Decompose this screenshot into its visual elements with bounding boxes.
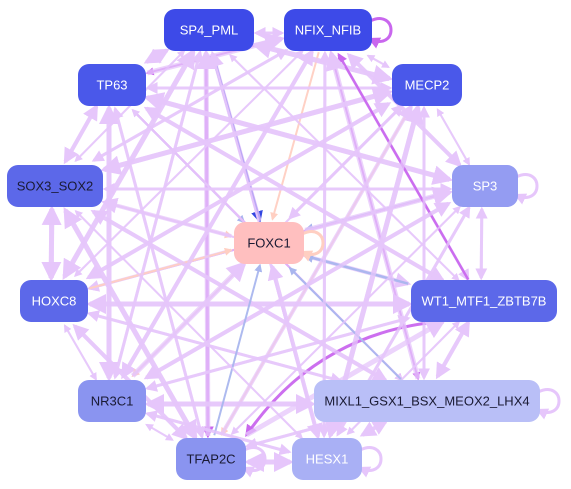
edge-tfap2c-to-nr3c1 <box>145 423 173 441</box>
node-label: SP4_PML <box>180 23 239 38</box>
node-box <box>7 165 103 207</box>
node-nr3c1[interactable]: NR3C1 <box>78 380 146 422</box>
node-box <box>314 380 540 422</box>
edge-sp3-to-mecp2 <box>436 108 471 165</box>
edge-nr3c1-to-nfix_nfib <box>121 48 314 378</box>
node-label: TFAP2C <box>186 452 235 467</box>
self-loop-tfap2c <box>241 446 267 478</box>
node-label: HOXC8 <box>32 294 77 309</box>
node-tp63[interactable]: TP63 <box>78 64 146 106</box>
edge-hoxc8-to-sox3_sox2 <box>41 204 62 278</box>
self-loops-layer <box>241 17 561 478</box>
self-loop-sp3 <box>513 173 539 205</box>
self-loop-foxc1 <box>299 230 325 262</box>
edge-tfap2c-to-mecp2 <box>219 103 413 436</box>
node-box <box>176 438 246 480</box>
node-sp3[interactable]: SP3 <box>452 165 518 207</box>
edge-mecp2-to-nfix_nfib <box>366 54 390 68</box>
node-label: MECP2 <box>405 78 450 93</box>
edges-layer <box>41 27 488 472</box>
edge-wt1_mtf1_zbtb7b-to-tfap2c <box>245 319 443 437</box>
node-mixl1[interactable]: MIXL1_GSX1_BSX_MEOX2_LHX4 <box>314 380 540 422</box>
node-label: HESX1 <box>306 452 349 467</box>
edge-tp63-to-sp4_pml <box>145 48 170 64</box>
edge-sox3_sox2-to-mecp2 <box>103 86 394 172</box>
node-label: WT1_MTF1_ZBTB7B <box>422 294 547 309</box>
node-box <box>411 280 557 322</box>
edge-nr3c1-to-wt1_mtf1_zbtb7b <box>146 314 411 390</box>
node-box <box>234 222 304 264</box>
node-box <box>284 9 372 51</box>
node-box <box>292 438 362 480</box>
edge-nr3c1-to-hoxc8 <box>63 324 97 381</box>
node-wt1_mtf1_zbtb7b[interactable]: WT1_MTF1_ZBTB7B <box>411 280 557 322</box>
node-label: NR3C1 <box>91 394 134 409</box>
node-box <box>452 165 518 207</box>
self-loop-nfix_nfib <box>367 17 393 49</box>
node-sox3_sox2[interactable]: SOX3_SOX2 <box>7 165 103 207</box>
node-sp4_pml[interactable]: SP4_PML <box>164 9 254 51</box>
node-hoxc8[interactable]: HOXC8 <box>20 280 88 322</box>
edge-mixl1-to-nfix_nfib <box>325 49 421 380</box>
edge-sp3-to-tp63 <box>143 92 450 182</box>
edge-hesx1-to-mixl1 <box>361 419 389 437</box>
edge-tfap2c-to-foxc1 <box>213 263 263 436</box>
node-box <box>392 64 462 106</box>
node-tfap2c[interactable]: TFAP2C <box>176 438 246 480</box>
node-label: TP63 <box>96 78 127 93</box>
node-box <box>78 380 146 422</box>
node-box <box>78 64 146 106</box>
edge-hesx1-to-foxc1 <box>267 263 320 438</box>
edge-nr3c1-to-sp3 <box>145 201 452 380</box>
node-foxc1[interactable]: FOXC1 <box>234 222 304 264</box>
node-label: MIXL1_GSX1_BSX_MEOX2_LHX4 <box>324 394 529 409</box>
edge-hesx1-to-nfix_nfib <box>318 50 331 436</box>
node-mecp2[interactable]: MECP2 <box>392 64 462 106</box>
node-box <box>20 280 88 322</box>
node-label: SP3 <box>473 179 498 194</box>
node-box <box>164 9 254 51</box>
edge-mixl1-to-wt1_mtf1_zbtb7b <box>435 319 471 378</box>
self-loop-mixl1 <box>535 388 561 420</box>
self-loop-hesx1 <box>357 446 383 478</box>
node-label: FOXC1 <box>247 236 290 251</box>
edge-wt1_mtf1_zbtb7b-to-tp63 <box>143 106 444 283</box>
node-label: NFIX_NFIB <box>295 23 361 38</box>
edge-tfap2c-to-sp4_pml <box>196 49 217 437</box>
edge-sox3_sox2-to-tp63 <box>63 103 99 163</box>
edge-wt1_mtf1_zbtb7b-to-sp3 <box>475 206 488 278</box>
edge-hesx1-to-sox3_sox2 <box>74 209 303 439</box>
node-label: SOX3_SOX2 <box>17 179 94 194</box>
edge-tfap2c-to-sox3_sox2 <box>63 207 198 439</box>
edge-sox3_sox2-to-nfix_nfib <box>93 49 289 162</box>
node-nfix_nfib[interactable]: NFIX_NFIB <box>284 9 372 51</box>
edge-mixl1-to-sox3_sox2 <box>90 209 387 383</box>
edge-hoxc8-to-mecp2 <box>87 102 392 280</box>
node-hesx1[interactable]: HESX1 <box>292 438 362 480</box>
edge-hesx1-to-nr3c1 <box>144 410 290 454</box>
edge-tfap2c-to-tp63 <box>111 106 204 438</box>
edge-tfap2c-to-sp3 <box>231 205 461 435</box>
edge-wt1_mtf1_zbtb7b-to-sp4_pml <box>229 54 460 281</box>
